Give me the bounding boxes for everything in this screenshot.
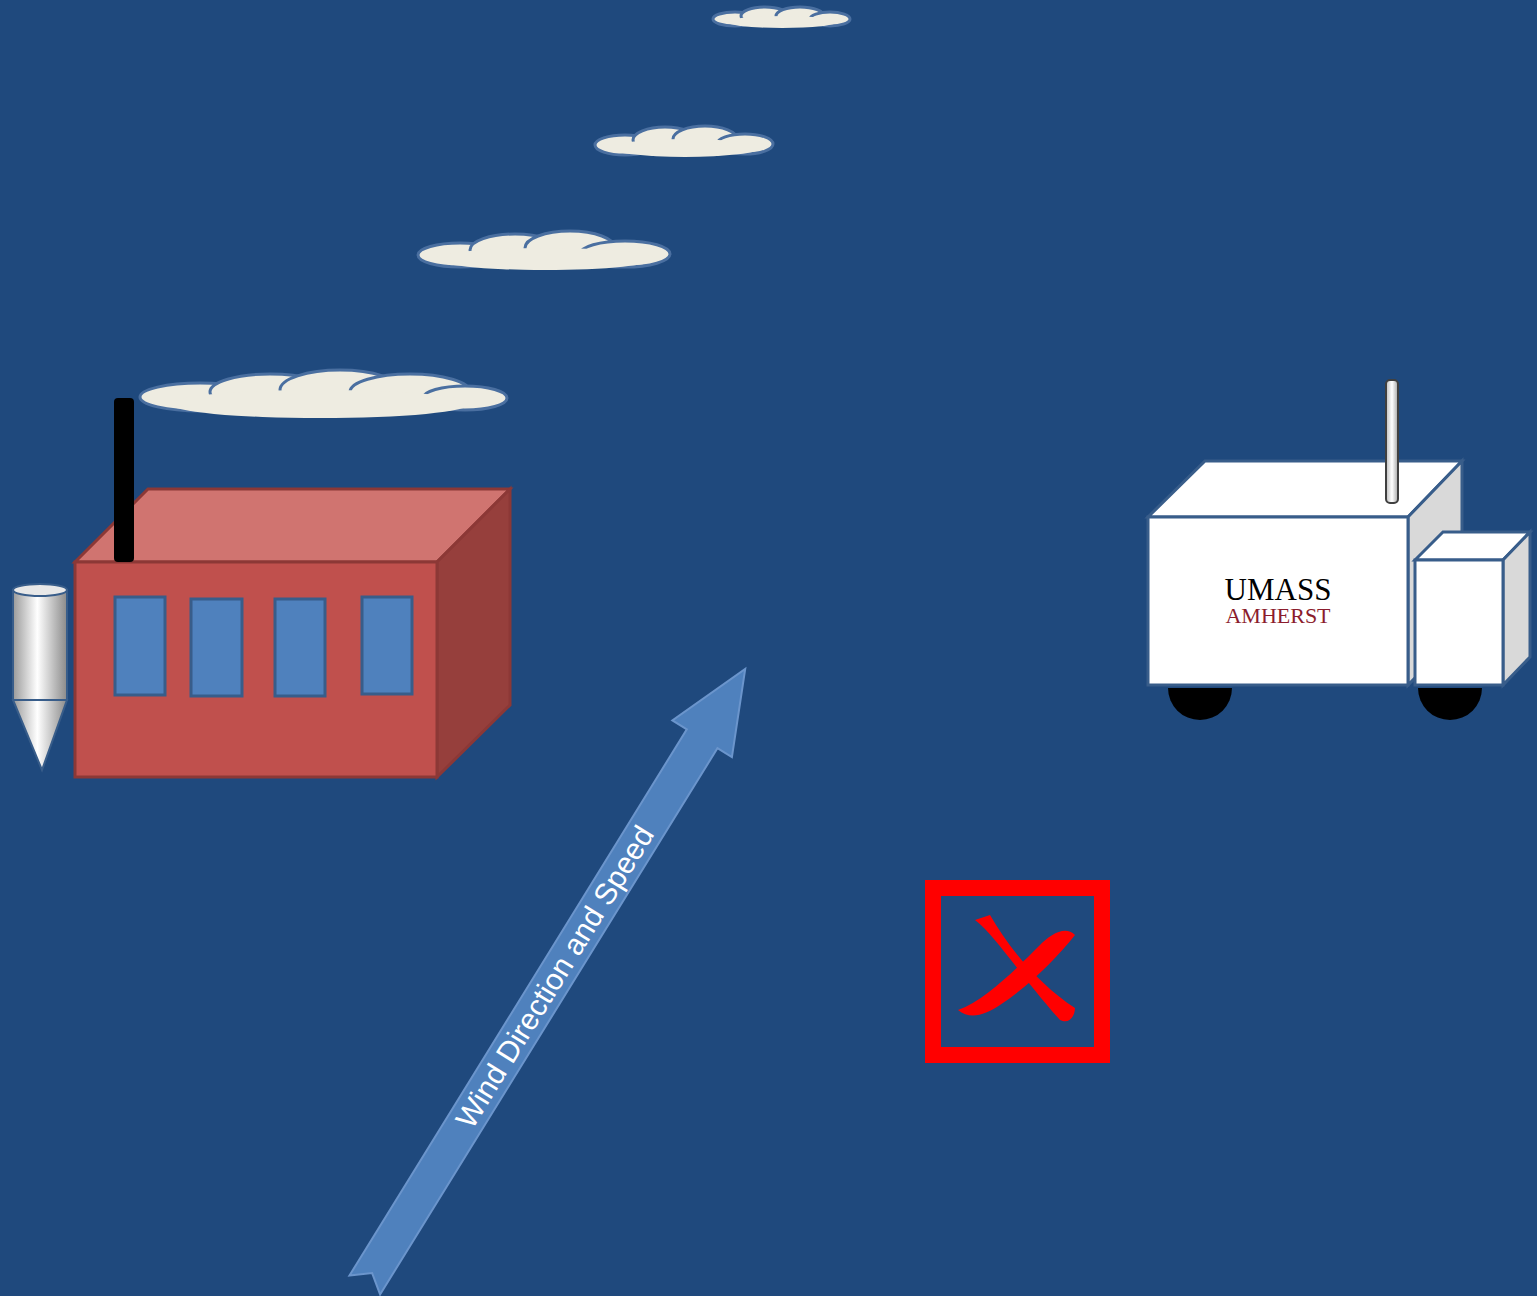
chimney xyxy=(114,398,134,562)
smoke-cloud xyxy=(140,370,507,418)
factory xyxy=(75,489,510,777)
cross-mark xyxy=(933,888,1102,1055)
mobile-lab-truck xyxy=(1148,461,1530,685)
vehicle-label-box: UMASSAMHERST xyxy=(1148,517,1408,685)
air-sampler xyxy=(13,584,67,770)
smoke-cloud xyxy=(595,126,773,157)
arrow-body xyxy=(335,651,775,1296)
wheel xyxy=(1418,688,1482,720)
wind-arrow: Wind Direction and Speed xyxy=(335,651,775,1296)
wheel xyxy=(1168,688,1232,720)
arrow-label: Wind Direction and Speed xyxy=(449,820,661,1134)
smoke-cloud xyxy=(713,7,850,28)
logo-subtext: AMHERST xyxy=(1225,605,1330,627)
logo-text: UMASS xyxy=(1225,575,1332,605)
antenna xyxy=(1386,380,1398,503)
smoke-cloud xyxy=(418,231,670,270)
